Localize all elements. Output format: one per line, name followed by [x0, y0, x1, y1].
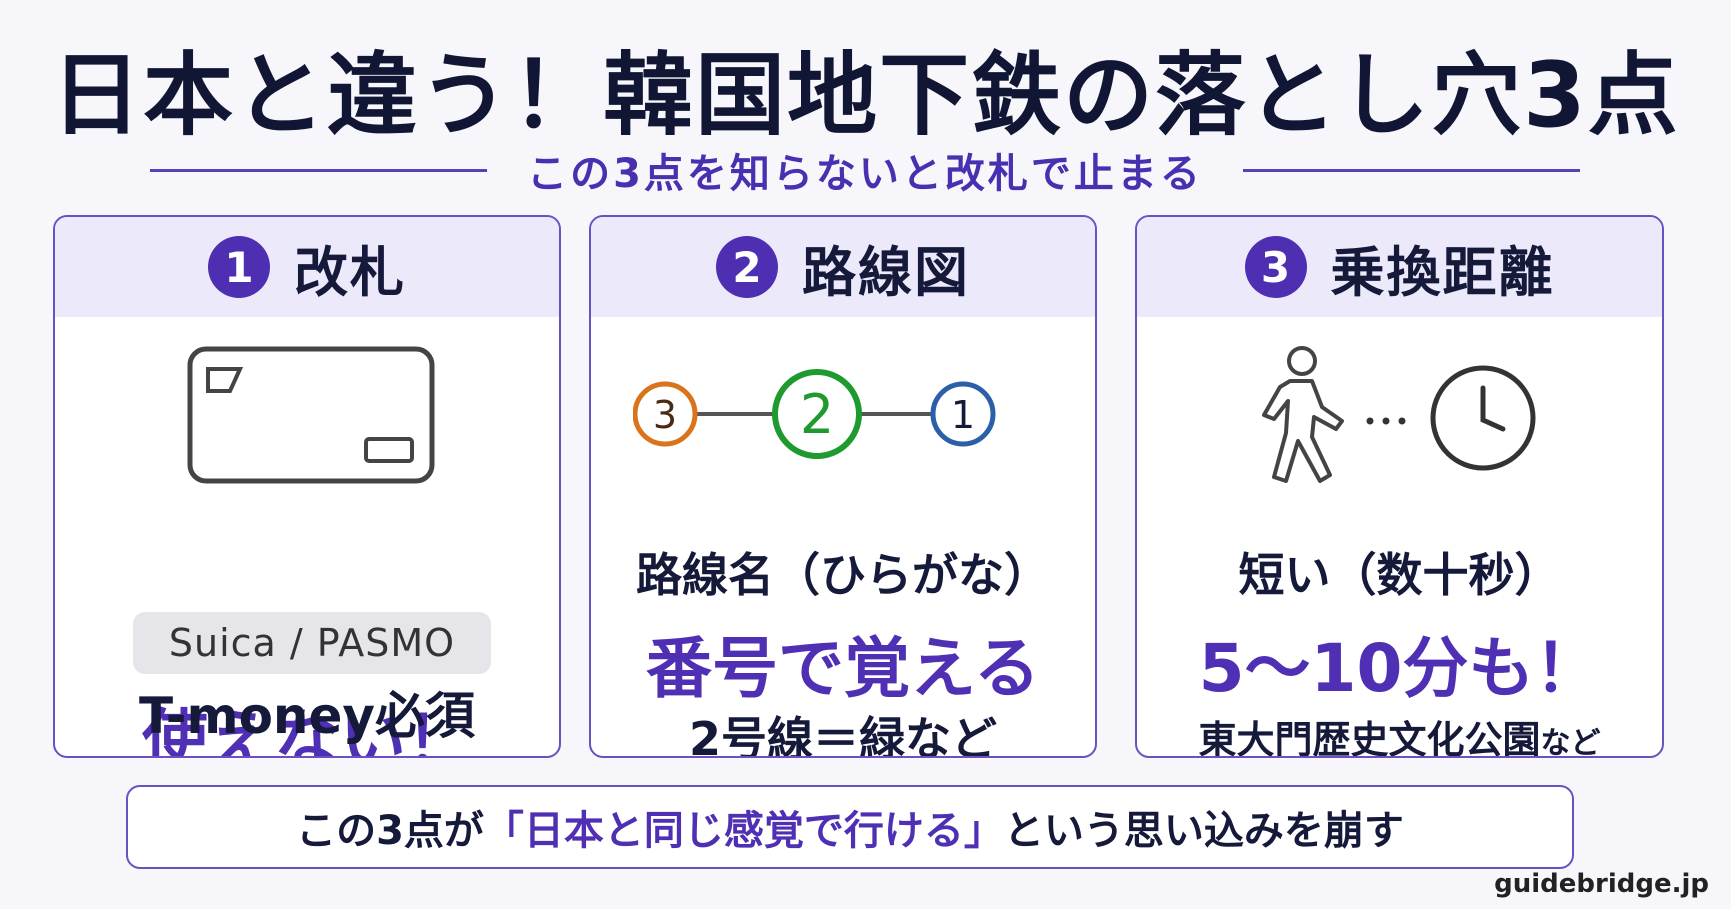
- page-title: 日本と違う！韓国地下鉄の落とし穴3点: [51, 43, 1680, 148]
- subtitle-divider-left: [150, 168, 488, 172]
- card-sub: 短い（数十秒）: [1238, 548, 1561, 602]
- card-body: 3 2 1 路線名（ひらがな） 番号で覚える 2号線＝緑など: [591, 317, 1095, 758]
- station-1-circle: [930, 381, 996, 447]
- walker-clock-icon: [1262, 346, 1536, 483]
- ic-card-icon: [187, 346, 435, 484]
- station-label: 2: [800, 383, 834, 446]
- card-highlight: 番号で覚える: [645, 630, 1041, 707]
- card-highlight: 5〜10分も！: [1198, 630, 1601, 707]
- station-label: 1: [951, 393, 975, 437]
- banner-pre: この3点が: [296, 808, 484, 854]
- card-highlight: 使えない！: [142, 702, 472, 758]
- number-badge: 3: [1244, 236, 1307, 298]
- card-body: Suica / PASMO 使えない！: [55, 317, 559, 758]
- subtitle: この3点を知らないと改札で止まる: [527, 151, 1203, 197]
- line-stations-icon: 3 2 1: [633, 369, 996, 459]
- card-gate: 1 改札 Suica / PASMO 使えない！: [53, 215, 561, 758]
- card-header: 1 改札: [55, 217, 559, 317]
- card-header: 3 乗換距離: [1137, 217, 1662, 317]
- station-3-circle: [633, 381, 698, 447]
- subtitle-divider-right: [1242, 168, 1580, 172]
- bottom-banner: この3点が「日本と同じ感覚で行ける」という思い込みを崩す: [126, 785, 1574, 869]
- card-route-map: 2 路線図 3 2 1 路線名（ひらがな） 番号で覚える 2号線＝緑など: [589, 215, 1097, 758]
- card-note-suffix: など: [1540, 726, 1601, 758]
- subtitle-row: この3点を知らないと改札で止まる: [150, 145, 1580, 197]
- number-badge: 2: [716, 236, 778, 298]
- card-header: 2 路線図: [591, 217, 1095, 317]
- card-note-main: 東大門歴史文化公園: [1198, 718, 1541, 758]
- card-sub: 路線名（ひらがな）: [636, 548, 1050, 602]
- card-pill: Suica / PASMO: [133, 612, 491, 674]
- card-title: 改札: [294, 240, 406, 304]
- card-note: 2号線＝緑など: [688, 712, 997, 758]
- card-title: 路線図: [802, 240, 970, 304]
- site-url: guidebridge.jp: [1494, 869, 1709, 899]
- card-note: 東大門歴史文化公園など: [1137, 709, 1662, 758]
- card-note: T-money必須: [138, 687, 476, 745]
- banner-quoted: 「日本と同じ感覚で行ける」: [483, 808, 1004, 854]
- banner-post: という思い込みを崩す: [1003, 808, 1404, 854]
- station-2-circle: [772, 369, 862, 459]
- card-transfer-distance: 3 乗換距離 短い（数十秒） 5〜10分も！ 東大門歴史文化公園など: [1135, 215, 1664, 758]
- card-body: 短い（数十秒） 5〜10分も！ 東大門歴史文化公園など: [1137, 317, 1662, 758]
- number-badge: 1: [208, 236, 270, 298]
- card-title: 乗換距離: [1330, 240, 1555, 304]
- station-label: 3: [653, 393, 677, 437]
